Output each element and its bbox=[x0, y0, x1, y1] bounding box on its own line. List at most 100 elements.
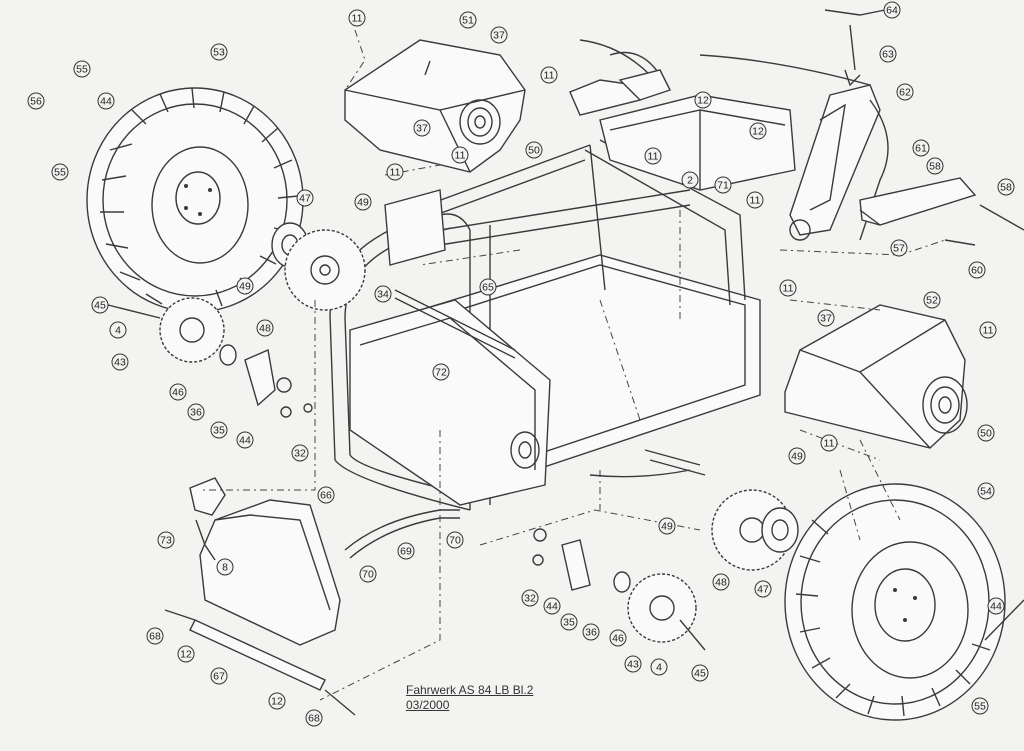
callout-number: 53 bbox=[213, 47, 225, 59]
callout-bubble bbox=[817, 309, 835, 327]
callout-number: 65 bbox=[482, 282, 494, 294]
callout-bubble bbox=[210, 421, 228, 439]
callout-bubble bbox=[459, 11, 477, 29]
callout-number: 44 bbox=[546, 601, 558, 613]
callout-bubble bbox=[650, 658, 668, 676]
callout-number: 55 bbox=[54, 167, 66, 179]
callout-number: 70 bbox=[362, 569, 374, 581]
callout-number: 34 bbox=[377, 289, 389, 301]
callout-bubble bbox=[691, 664, 709, 682]
callout-number: 11 bbox=[783, 283, 794, 295]
callout-number: 68 bbox=[149, 631, 161, 643]
callout-number: 12 bbox=[271, 696, 283, 708]
callout-number: 60 bbox=[971, 265, 983, 277]
callout-number: 62 bbox=[899, 87, 911, 99]
callout-number: 58 bbox=[1000, 182, 1012, 194]
right-guard bbox=[784, 304, 968, 449]
part-callout-58: 58 bbox=[997, 178, 1015, 196]
part-callout-12: 12 bbox=[177, 645, 195, 663]
callout-bubble bbox=[712, 573, 730, 591]
callout-number: 32 bbox=[294, 448, 306, 460]
part-callout-53: 53 bbox=[210, 43, 228, 61]
callout-bubble bbox=[187, 403, 205, 421]
callout-bubble bbox=[997, 178, 1015, 196]
part-callout-11: 11 bbox=[779, 279, 797, 297]
part-callout-43: 43 bbox=[111, 353, 129, 371]
part-callout-32: 32 bbox=[291, 444, 309, 462]
part-callout-55: 55 bbox=[73, 60, 91, 78]
callout-number: 11 bbox=[750, 195, 761, 207]
callout-number: 49 bbox=[239, 281, 251, 293]
part-callout-61: 61 bbox=[912, 139, 930, 157]
callout-bubble bbox=[582, 623, 600, 641]
callout-number: 48 bbox=[259, 323, 271, 335]
part-callout-44: 44 bbox=[987, 597, 1005, 615]
callout-number: 58 bbox=[929, 161, 941, 173]
callout-number: 11 bbox=[648, 151, 659, 163]
callout-number: 72 bbox=[435, 367, 447, 379]
callout-bubble bbox=[359, 565, 377, 583]
part-callout-35: 35 bbox=[210, 421, 228, 439]
part-callout-71: 71 bbox=[714, 176, 732, 194]
part-callout-48: 48 bbox=[712, 573, 730, 591]
callout-number: 56 bbox=[30, 96, 42, 108]
part-callout-69: 69 bbox=[397, 542, 415, 560]
callout-number: 45 bbox=[694, 668, 706, 680]
part-callout-68: 68 bbox=[146, 627, 164, 645]
callout-number: 11 bbox=[455, 150, 466, 162]
callout-number: 49 bbox=[357, 197, 369, 209]
callout-bubble bbox=[540, 66, 558, 84]
callout-bubble bbox=[291, 444, 309, 462]
callout-number: 55 bbox=[76, 64, 88, 76]
callout-number: 37 bbox=[820, 313, 832, 325]
callout-number: 66 bbox=[320, 490, 332, 502]
callout-number: 46 bbox=[172, 387, 184, 399]
callout-number: 44 bbox=[239, 435, 251, 447]
left-drive-parts bbox=[107, 222, 366, 418]
callout-number: 49 bbox=[661, 521, 673, 533]
callout-number: 51 bbox=[462, 15, 474, 27]
callout-bubble bbox=[609, 629, 627, 647]
callout-number: 44 bbox=[990, 601, 1002, 613]
callout-number: 11 bbox=[544, 70, 555, 82]
callout-bubble bbox=[432, 363, 450, 381]
part-callout-36: 36 bbox=[187, 403, 205, 421]
callout-bubble bbox=[348, 9, 366, 27]
callout-bubble bbox=[521, 589, 539, 607]
part-callout-12: 12 bbox=[749, 122, 767, 140]
callout-number: 8 bbox=[222, 562, 228, 574]
drawing-title-block: Fahrwerk AS 84 LB Bl.2 03/2000 bbox=[406, 683, 533, 713]
part-callout-11: 11 bbox=[386, 163, 404, 181]
callout-bubble bbox=[236, 277, 254, 295]
callout-number: 11 bbox=[390, 167, 401, 179]
callout-number: 47 bbox=[757, 584, 769, 596]
part-callout-11: 11 bbox=[746, 191, 764, 209]
callout-bubble bbox=[525, 141, 543, 159]
callout-number: 50 bbox=[528, 145, 540, 157]
callout-bubble bbox=[971, 697, 989, 715]
part-callout-35: 35 bbox=[560, 613, 578, 631]
callout-number: 50 bbox=[980, 428, 992, 440]
part-callout-65: 65 bbox=[479, 278, 497, 296]
part-callout-70: 70 bbox=[446, 531, 464, 549]
callout-number: 45 bbox=[94, 300, 106, 312]
part-callout-37: 37 bbox=[817, 309, 835, 327]
callout-bubble bbox=[146, 627, 164, 645]
callout-bubble bbox=[979, 321, 997, 339]
callout-number: 12 bbox=[697, 95, 709, 107]
callout-number: 2 bbox=[687, 175, 693, 187]
part-callout-12: 12 bbox=[268, 692, 286, 710]
drawing-title: Fahrwerk AS 84 LB Bl.2 bbox=[406, 683, 534, 697]
part-callout-2: 2 bbox=[681, 171, 699, 189]
part-callout-34: 34 bbox=[374, 285, 392, 303]
callout-bubble bbox=[879, 45, 897, 63]
part-callout-11: 11 bbox=[820, 434, 838, 452]
part-callout-45: 45 bbox=[691, 664, 709, 682]
callout-bubble bbox=[926, 157, 944, 175]
part-callout-44: 44 bbox=[97, 92, 115, 110]
part-callout-49: 49 bbox=[354, 193, 372, 211]
callout-bubble bbox=[883, 1, 901, 19]
part-callout-62: 62 bbox=[896, 83, 914, 101]
callout-bubble bbox=[788, 447, 806, 465]
